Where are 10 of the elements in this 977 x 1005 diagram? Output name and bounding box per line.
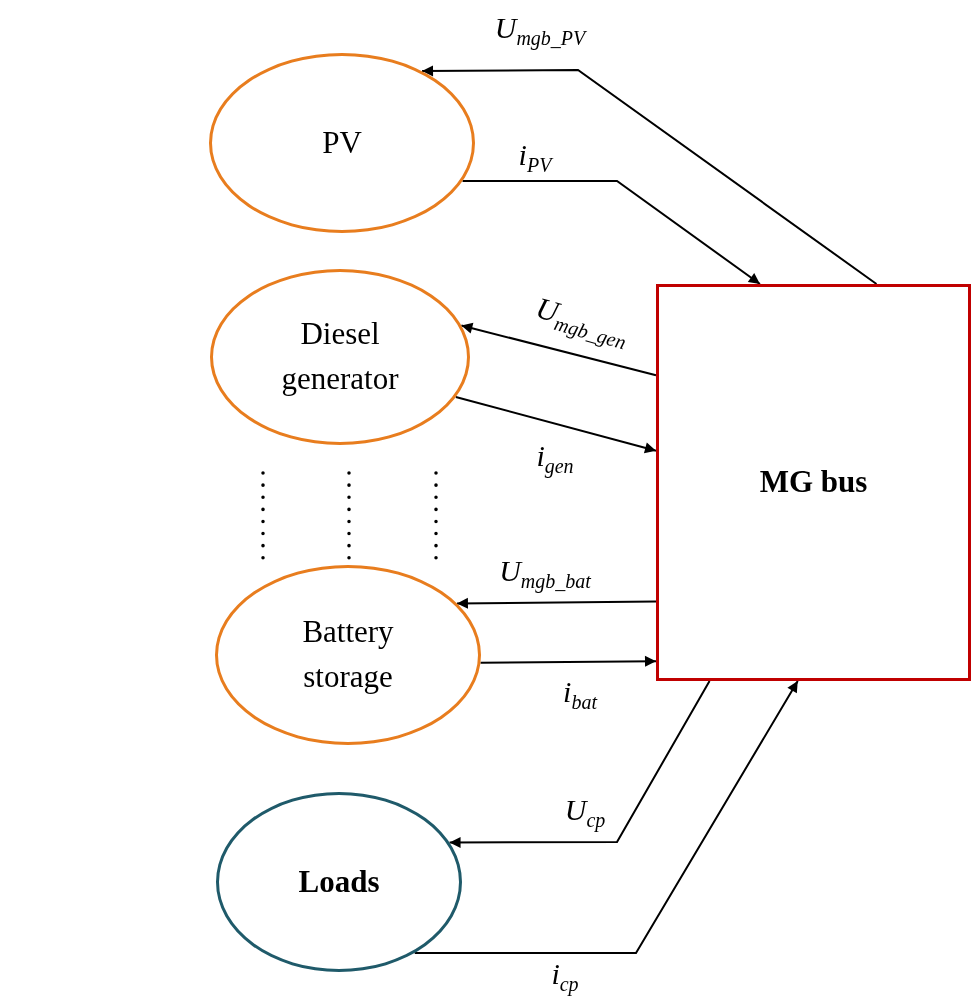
- arrow: [479, 655, 657, 667]
- node-label: Loads: [298, 862, 380, 901]
- node-label: Battery storage: [301, 613, 395, 696]
- arrow: [455, 597, 657, 609]
- node-label: Diesel generator: [280, 315, 400, 398]
- bus-box: [656, 284, 971, 681]
- arrow: [413, 680, 799, 954]
- node-label: PV: [322, 123, 362, 162]
- node-label: MG bus: [759, 463, 868, 502]
- arrow: [421, 65, 878, 285]
